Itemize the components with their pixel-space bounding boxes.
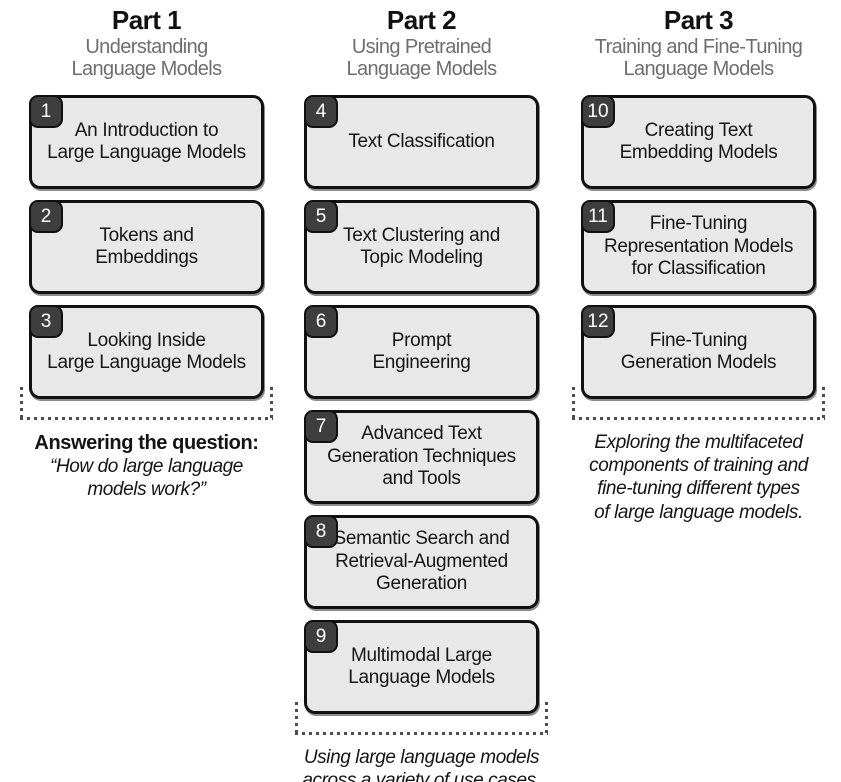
part-2-subtitle: Using Pretrained Language Models bbox=[346, 36, 497, 81]
chapter-box-10: 10 Creating Text Embedding Models bbox=[581, 95, 816, 189]
chapter-number-badge: 8 bbox=[304, 515, 338, 548]
part-2-scope-bracket bbox=[295, 702, 548, 735]
chapter-title: Creating Text Embedding Models bbox=[619, 119, 778, 163]
part-1-caption-intro: Answering the question: bbox=[34, 432, 259, 454]
part-1-title: Part 1 bbox=[111, 5, 182, 35]
chapter-number-badge: 9 bbox=[304, 620, 338, 653]
part-3-title: Part 3 bbox=[663, 5, 734, 35]
part-1-caption: Answering the question: “How do large la… bbox=[20, 431, 273, 501]
part-3-column: Part 3 Training and Fine-Tuning Language… bbox=[572, 0, 825, 524]
bracket-right-dashes bbox=[270, 387, 273, 420]
chapter-box-3: 3 Looking Inside Large Language Models bbox=[29, 305, 264, 399]
chapter-number-badge: 12 bbox=[581, 305, 615, 338]
chapter-box-5: 5 Text Clustering and Topic Modeling bbox=[304, 200, 539, 294]
bracket-left-dashes bbox=[295, 702, 298, 735]
chapter-title: Multimodal Large Language Models bbox=[348, 644, 495, 688]
chapter-title: Semantic Search and Retrieval-Augmented … bbox=[333, 528, 510, 595]
part-2-caption-text: Using large language models across a var… bbox=[302, 747, 541, 782]
bracket-bottom-dashes bbox=[572, 417, 825, 420]
bracket-left-dashes bbox=[20, 387, 23, 420]
part-3-header: Part 3 Training and Fine-Tuning Language… bbox=[572, 0, 825, 95]
bracket-right-dashes bbox=[545, 702, 548, 735]
part-2-caption: Using large language models across a var… bbox=[295, 746, 548, 782]
chapter-box-6: 6 Prompt Engineering bbox=[304, 305, 539, 399]
chapter-title: Advanced Text Generation Techniques and … bbox=[327, 423, 516, 490]
chapter-box-1: 1 An Introduction to Large Language Mode… bbox=[29, 95, 264, 189]
chapter-title: Fine-Tuning Generation Models bbox=[620, 329, 777, 373]
chapter-number-badge: 11 bbox=[581, 200, 615, 233]
chapter-number-badge: 7 bbox=[304, 410, 338, 443]
chapter-title: Prompt Engineering bbox=[372, 329, 471, 373]
chapter-box-7: 7 Advanced Text Generation Techniques an… bbox=[304, 410, 539, 504]
chapter-box-11: 11 Fine-Tuning Representation Models for… bbox=[581, 200, 816, 294]
chapter-box-9: 9 Multimodal Large Language Models bbox=[304, 620, 539, 714]
chapter-number-badge: 3 bbox=[29, 305, 63, 338]
chapter-number-badge: 10 bbox=[581, 95, 615, 128]
chapter-box-4: 4 Text Classification bbox=[304, 95, 539, 189]
chapter-title: Looking Inside Large Language Models bbox=[47, 329, 246, 373]
part-2-title: Part 2 bbox=[386, 5, 457, 35]
part-3-caption-text: Exploring the multifaceted components of… bbox=[589, 432, 808, 523]
part-1-scope-bracket bbox=[20, 387, 273, 420]
part-2-column: Part 2 Using Pretrained Language Models … bbox=[295, 0, 548, 782]
chapter-box-2: 2 Tokens and Embeddings bbox=[29, 200, 264, 294]
chapter-title: Tokens and Embeddings bbox=[95, 224, 198, 268]
bracket-right-dashes bbox=[822, 387, 825, 420]
chapter-title: Fine-Tuning Representation Models for Cl… bbox=[603, 213, 794, 280]
part-3-subtitle: Training and Fine-Tuning Language Models bbox=[594, 36, 803, 81]
part-1-column: Part 1 Understanding Language Models 1 A… bbox=[20, 0, 273, 501]
chapter-number-badge: 1 bbox=[29, 95, 63, 128]
part-1-subtitle: Understanding Language Models bbox=[71, 36, 222, 81]
part-3-scope-bracket bbox=[572, 387, 825, 420]
chapter-title: An Introduction to Large Language Models bbox=[47, 119, 246, 163]
part-2-header: Part 2 Using Pretrained Language Models bbox=[295, 0, 548, 95]
part-1-header: Part 1 Understanding Language Models bbox=[20, 0, 273, 95]
chapter-number-badge: 6 bbox=[304, 305, 338, 338]
bracket-bottom-dashes bbox=[20, 417, 273, 420]
chapter-number-badge: 4 bbox=[304, 95, 338, 128]
chapter-box-8: 8 Semantic Search and Retrieval-Augmente… bbox=[304, 515, 539, 609]
chapter-title: Text Classification bbox=[348, 130, 495, 152]
chapter-title: Text Clustering and Topic Modeling bbox=[343, 224, 500, 268]
chapter-box-12: 12 Fine-Tuning Generation Models bbox=[581, 305, 816, 399]
part-1-caption-quote: “How do large language models work?” bbox=[50, 456, 243, 501]
chapter-number-badge: 2 bbox=[29, 200, 63, 233]
chapter-number-badge: 5 bbox=[304, 200, 338, 233]
bracket-left-dashes bbox=[572, 387, 575, 420]
part-3-caption: Exploring the multifaceted components of… bbox=[572, 431, 825, 524]
bracket-bottom-dashes bbox=[295, 732, 548, 735]
